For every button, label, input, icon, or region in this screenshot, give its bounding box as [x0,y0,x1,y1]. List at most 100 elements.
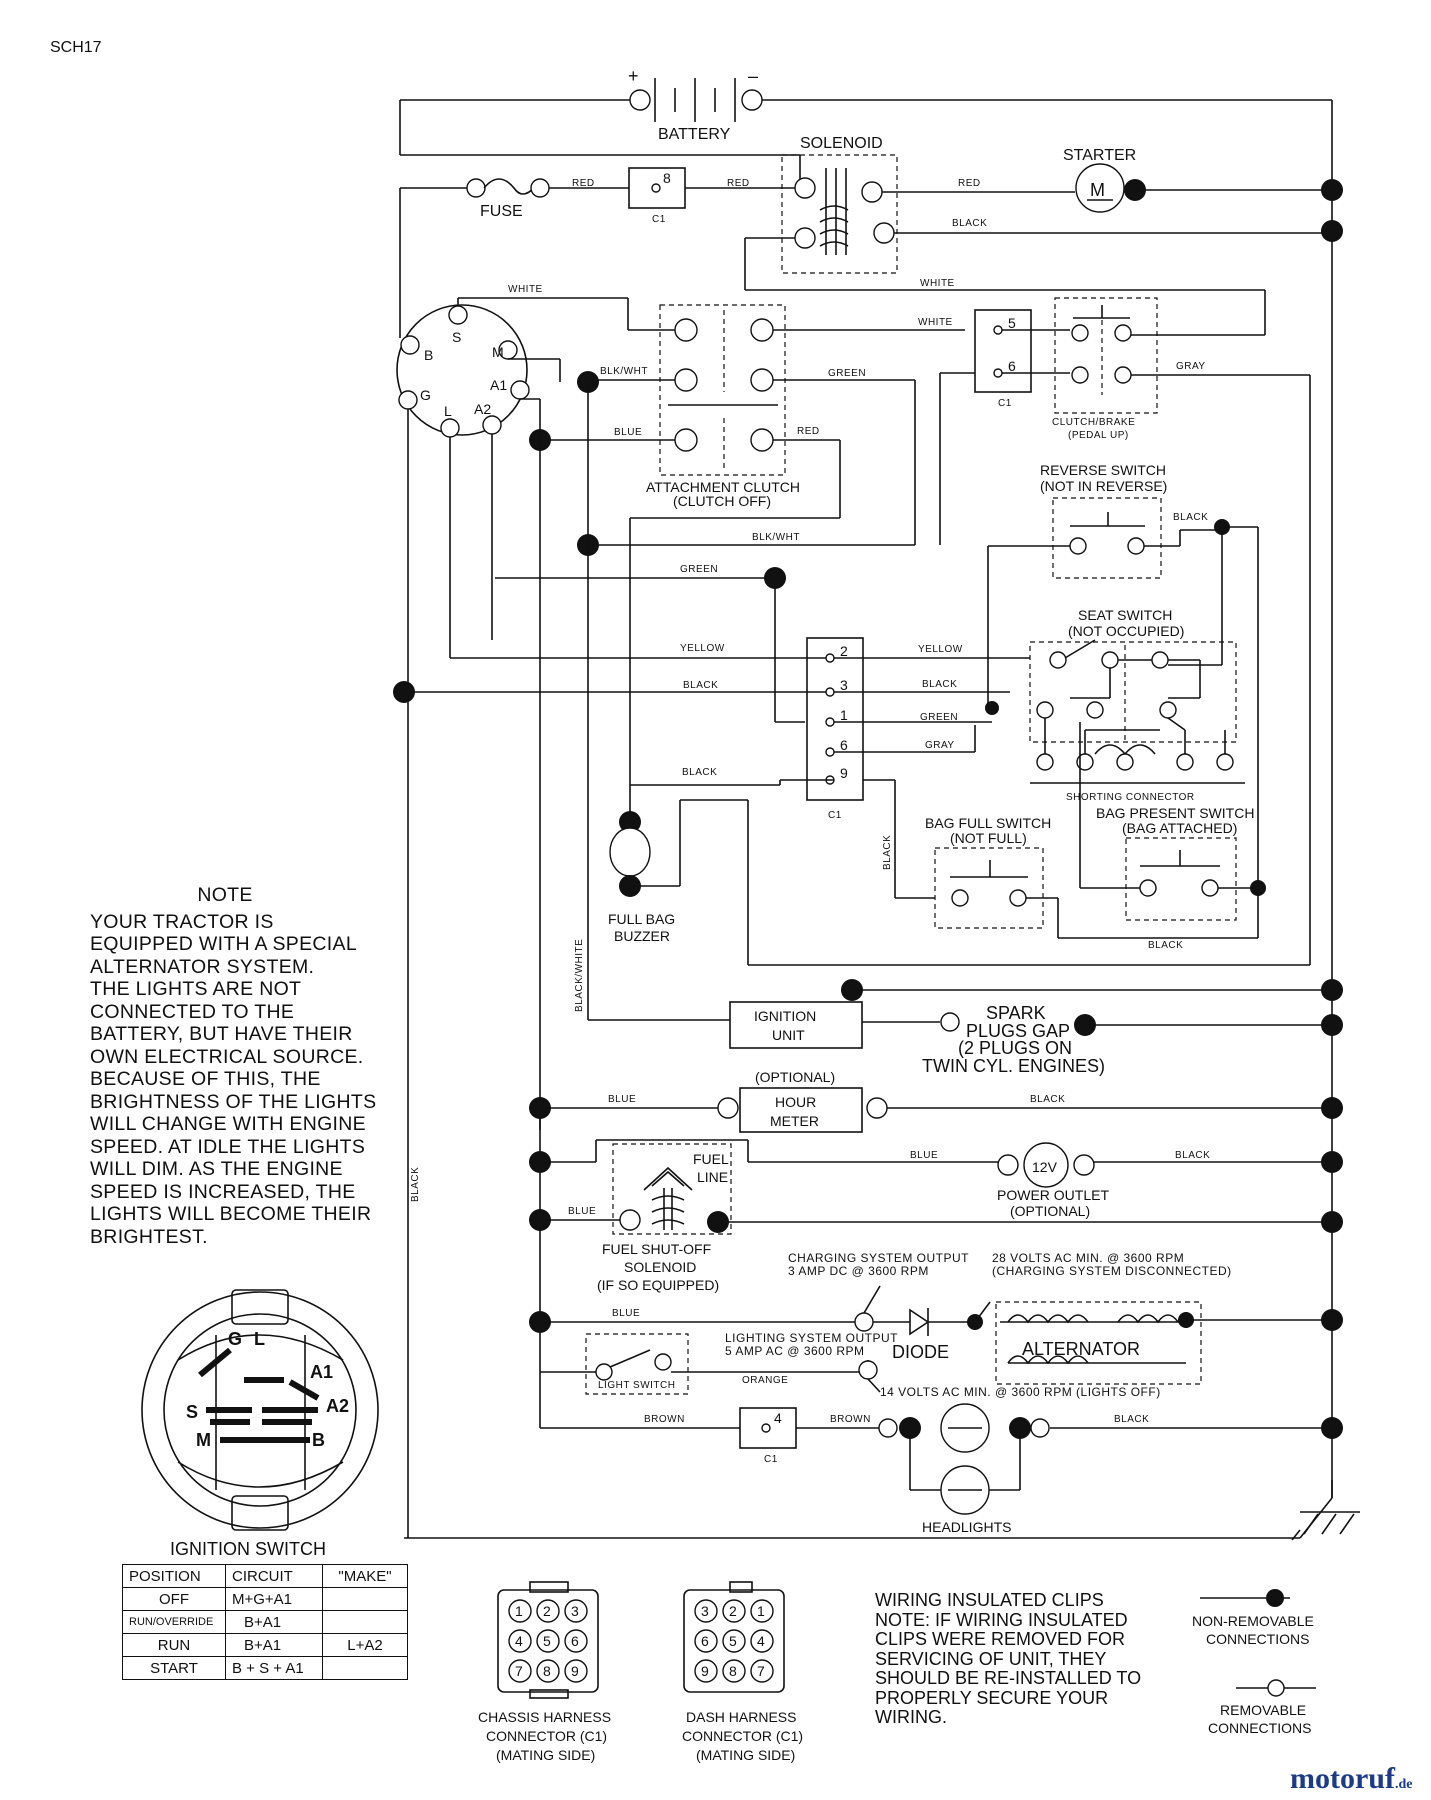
hour-meter-label: HOUR [775,1094,816,1110]
schematic-code: SCH17 [50,39,102,56]
svg-text:C1: C1 [828,810,842,821]
svg-text:SOLENOID: SOLENOID [800,135,883,152]
svg-text:CONNECTIONS: CONNECTIONS [1208,1720,1311,1736]
svg-text:(BAG ATTACHED): (BAG ATTACHED) [1122,820,1237,836]
connector-pin [508,1659,532,1683]
battery-minus: – [748,66,758,86]
svg-text:S: S [452,329,461,345]
note-line: BRIGHTEST. [90,1225,208,1248]
svg-text:BLACK: BLACK [952,218,987,229]
fuel-shutoff-solenoid: FUEL LINE [612,1143,732,1235]
svg-text:LIGHTING SYSTEM OUTPUT: LIGHTING SYSTEM OUTPUT [725,1331,898,1345]
svg-text:GREEN: GREEN [680,564,718,575]
connector-pin-number: 2 [729,1603,737,1619]
svg-text:1: 1 [840,707,848,723]
connector-pin-number: 3 [701,1603,709,1619]
svg-text:YELLOW: YELLOW [680,643,725,654]
svg-text:8: 8 [663,170,671,186]
connector-pin [694,1629,718,1653]
svg-text:A2: A2 [326,1396,349,1416]
connector-pin [536,1629,560,1653]
svg-text:GRAY: GRAY [925,740,955,751]
svg-text:BLUE: BLUE [612,1308,640,1319]
diode: DIODE [892,1308,949,1362]
note-line: BECAUSE OF THIS, THE [90,1068,321,1090]
svg-text:CONNECTOR (C1): CONNECTOR (C1) [682,1728,803,1744]
svg-text:HEADLIGHTS: HEADLIGHTS [922,1519,1011,1535]
svg-text:STARTER: STARTER [1063,147,1136,164]
ignition-switch-title: IGNITION SWITCH [170,1539,326,1559]
headlights: HEADLIGHTS [878,1403,1050,1535]
svg-text:WHITE: WHITE [918,317,953,328]
svg-text:SOLENOID: SOLENOID [624,1259,696,1275]
note-line: EQUIPPED WITH A SPECIAL [90,933,357,955]
svg-text:A1: A1 [490,377,507,393]
connector-pin [694,1599,718,1623]
svg-text:FUEL: FUEL [693,1151,729,1167]
svg-text:WHITE: WHITE [920,278,955,289]
svg-text:(OPTIONAL): (OPTIONAL) [1010,1203,1090,1219]
svg-text:CLUTCH/BRAKE: CLUTCH/BRAKE [1052,417,1135,428]
solenoid: SOLENOID [781,135,898,274]
svg-text:BLACK: BLACK [1114,1414,1149,1425]
svg-text:B: B [424,347,433,363]
svg-text:(2 PLUGS ON: (2 PLUGS ON [958,1038,1072,1058]
svg-text:6: 6 [840,737,848,753]
svg-text:14 VOLTS AC MIN. @ 3600 RPM (L: 14 VOLTS AC MIN. @ 3600 RPM (LIGHTS OFF) [880,1385,1161,1399]
connector-pin [722,1599,746,1623]
note-line: YOUR TRACTOR IS [90,910,274,933]
svg-text:CONNECTOR (C1): CONNECTOR (C1) [486,1728,607,1744]
svg-text:BLUE: BLUE [910,1150,938,1161]
svg-text:M: M [492,344,504,360]
svg-text:BLACK: BLACK [410,1167,421,1202]
svg-text:(MATING SIDE): (MATING SIDE) [496,1747,595,1763]
battery-label: BATTERY [658,126,731,143]
svg-text:TWIN CYL. ENGINES): TWIN CYL. ENGINES) [922,1056,1105,1076]
svg-text:B: B [312,1430,325,1450]
attachment-clutch: ATTACHMENT CLUTCH (CLUTCH OFF) [646,304,800,509]
bag-present-switch: BAG PRESENT SWITCH (BAG ATTACHED) [1096,805,1254,921]
svg-text:BLACK: BLACK [682,767,717,778]
clips-note-line: SHOULD BE RE-INSTALLED TO [875,1668,1142,1688]
clips-note-line: NOTE: IF WIRING INSULATED [875,1609,1128,1630]
battery: + – BATTERY [399,66,1332,180]
connector-pin-number: 4 [757,1633,765,1649]
note-line: ALTERNATOR SYSTEM. [90,955,315,978]
table-row: START B + S + A1 [122,1656,408,1680]
svg-text:A2: A2 [474,401,491,417]
svg-text:CONNECTIONS: CONNECTIONS [1206,1631,1309,1647]
connector-pin-number: 5 [729,1633,737,1649]
svg-text:LINE: LINE [697,1169,728,1185]
svg-text:PLUGS GAP: PLUGS GAP [966,1021,1070,1041]
connector-pin-number: 8 [543,1663,551,1679]
battery-plus: + [628,66,639,86]
svg-text:6: 6 [1008,358,1016,374]
svg-text:BLUE: BLUE [614,427,642,438]
svg-text:YELLOW: YELLOW [918,644,963,655]
motoruf-logo: motoruf.de [1290,1762,1413,1795]
svg-text:SHORTING CONNECTOR: SHORTING CONNECTOR [1066,792,1195,803]
svg-text:M: M [1090,180,1105,200]
table-row: RUN B+A1 L+A2 [122,1633,408,1657]
svg-text:(MATING SIDE): (MATING SIDE) [696,1747,795,1763]
shorting-connector: SHORTING CONNECTOR [1030,717,1245,803]
svg-text:(CHARGING SYSTEM DISCONNECTED): (CHARGING SYSTEM DISCONNECTED) [992,1264,1232,1278]
svg-text:12V: 12V [1032,1159,1058,1175]
svg-text:L: L [444,403,452,419]
svg-text:BUZZER: BUZZER [614,928,670,944]
connector-pin-number: 3 [571,1603,579,1619]
starter: STARTER M [1063,147,1146,213]
connector-pin [750,1599,774,1623]
svg-text:BLACK: BLACK [683,680,718,691]
svg-text:5: 5 [1008,315,1016,331]
clips-note-line: WIRING. [875,1707,947,1727]
connector-pin [722,1659,746,1683]
svg-text:GRAY: GRAY [1176,361,1206,372]
note-line: THE LIGHTS ARE NOT [90,978,302,1000]
clips-note-line: WIRING INSULATED CLIPS [875,1590,1104,1610]
connector-pin-number: 7 [515,1663,523,1679]
